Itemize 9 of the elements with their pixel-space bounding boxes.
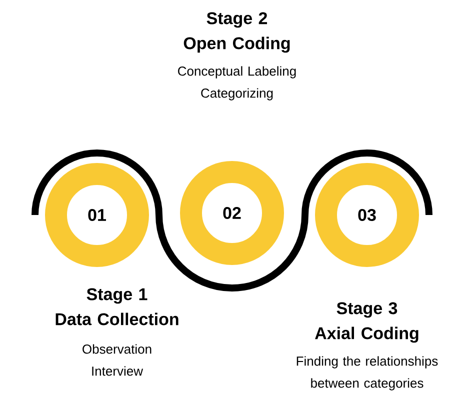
stage-heading: Stage 3 Axial Coding xyxy=(315,302,418,343)
stage-heading: Stage 2 Open Coding xyxy=(184,12,290,53)
stage-description: Observation Interview xyxy=(82,344,152,376)
numbered-ring: 02 xyxy=(180,161,284,265)
numbered-ring: 03 xyxy=(315,163,419,267)
stage-description: Finding the relationships between categories xyxy=(296,356,438,390)
numbered-ring: 01 xyxy=(45,163,149,267)
stage-description: Conceptual Labeling Categorizing xyxy=(178,66,296,100)
stage-heading: Stage 1 Data Collection xyxy=(56,288,178,326)
